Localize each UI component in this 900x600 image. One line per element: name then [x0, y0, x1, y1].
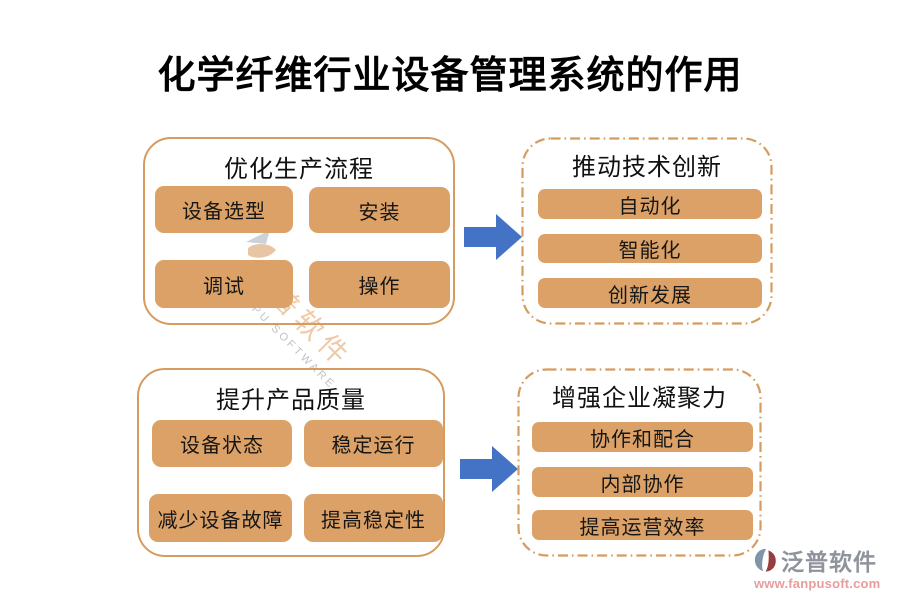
dash-dot-border	[521, 137, 773, 325]
item-stable-operation: 稳定运行	[304, 420, 443, 467]
group-enterprise-cohesion: 增强企业凝聚力 协作和配合 内部协作 提高运营效率	[517, 368, 762, 557]
footer-brand-text: 泛普软件	[781, 550, 877, 575]
group-title: 推动技术创新	[572, 155, 722, 181]
item-operational-efficiency: 提高运营效率	[532, 510, 753, 540]
item-improve-stability: 提高稳定性	[304, 494, 443, 542]
arrow-right-icon	[464, 214, 522, 260]
item-intelligence: 智能化	[538, 234, 762, 263]
item-debugging: 调试	[155, 260, 293, 308]
group-product-quality: 提升产品质量 设备状态 稳定运行 减少设备故障 提高稳定性	[137, 368, 445, 557]
item-operation: 操作	[309, 261, 450, 308]
footer-watermark: 泛普软件 www.fanpusoft.com	[752, 543, 898, 591]
item-automation: 自动化	[538, 189, 762, 219]
arrow-right-icon	[460, 446, 518, 492]
item-installation: 安装	[309, 187, 450, 233]
item-innovative-development: 创新发展	[538, 278, 762, 308]
page-title: 化学纤维行业设备管理系统的作用	[157, 55, 743, 97]
group-title: 优化生产流程	[224, 157, 374, 183]
item-equipment-selection: 设备选型	[155, 186, 293, 233]
group-title: 提升产品质量	[216, 388, 366, 414]
item-collaboration-cooperation: 协作和配合	[532, 422, 753, 452]
footer-url-text: www.fanpusoft.com	[754, 576, 881, 591]
dash-dot-border	[517, 368, 762, 557]
group-optimize-production: 优化生产流程 设备选型 安装 调试 操作	[143, 137, 455, 325]
group-title: 增强企业凝聚力	[552, 386, 727, 412]
item-reduce-failures: 减少设备故障	[149, 494, 292, 542]
item-equipment-status: 设备状态	[152, 420, 292, 467]
group-tech-innovation: 推动技术创新 自动化 智能化 创新发展	[521, 137, 773, 325]
item-internal-collaboration: 内部协作	[532, 467, 753, 497]
